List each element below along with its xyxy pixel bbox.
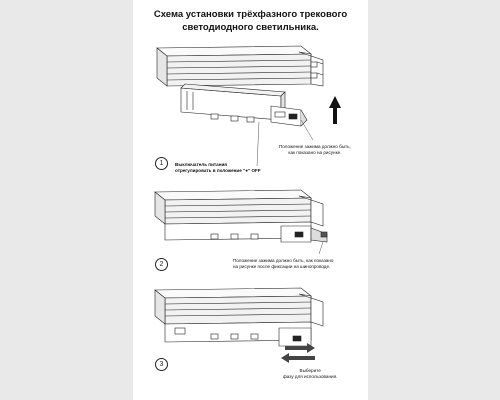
step-1-lock-note: Положение зажима должно быть, как показа… [279, 144, 351, 156]
mounted-luminaire [164, 321, 312, 347]
title-line-2: светодиодного светильника. [182, 22, 319, 33]
phase-selector-arrows [281, 343, 315, 363]
step-number-1: 1 [155, 157, 168, 170]
track-adapter [270, 105, 308, 127]
step-3-panel: 3 Выберите фазу для использования. [151, 284, 351, 394]
step-1-switch-note-line-1: Выключатель питания [175, 162, 227, 167]
up-arrow [329, 96, 341, 124]
step-2-lock-note: Положение зажима должно быть, как показа… [233, 258, 333, 270]
step-2-lock-note-line-1: Положение зажима должно быть, как показа… [233, 258, 334, 263]
instruction-sheet: Схема установки трёхфазного трекового св… [133, 0, 368, 400]
step-3-phase-note-line-1: Выберите [299, 368, 321, 373]
step-2-lock-note-line-2: на рисунке после фиксации на шинопроводе… [233, 264, 331, 269]
step-1-panel: 1 Положение зажима должно быть, как пока… [151, 40, 351, 175]
step-1-lock-note-line-1: Положение зажима должно быть, [279, 144, 351, 149]
step-2-illustration [154, 189, 328, 255]
lock-clamp-closed [310, 227, 328, 243]
step-1-illustration [156, 45, 341, 167]
step-3-phase-note-line-2: фазу для использования. [283, 374, 338, 379]
step-1-switch-note: Выключатель питания отрегулировать в пол… [175, 162, 261, 174]
rail-profile-end [298, 51, 324, 87]
step-1-lock-note-line-2: как показано на рисунке. [288, 150, 342, 155]
assembled-track [154, 287, 324, 327]
track-rail [156, 45, 312, 87]
step-3-phase-note: Выберите фазу для использования. [283, 368, 337, 380]
assembled-track [154, 189, 324, 227]
step-2-panel: 2 Положение зажима должно быть, как пока… [151, 182, 351, 282]
arrow-left-hatched [281, 353, 315, 363]
step-1-switch-note-line-2: отрегулировать в положение "●" OFF [175, 168, 261, 173]
step-number-2: 2 [155, 258, 168, 271]
mounted-luminaire [164, 221, 312, 243]
arrow-right-hatched [285, 343, 315, 353]
step-3-illustration [154, 287, 324, 363]
title-line-1: Схема установки трёхфазного трекового [153, 9, 348, 20]
luminaire-body [180, 83, 286, 123]
step-number-3: 3 [155, 358, 168, 371]
